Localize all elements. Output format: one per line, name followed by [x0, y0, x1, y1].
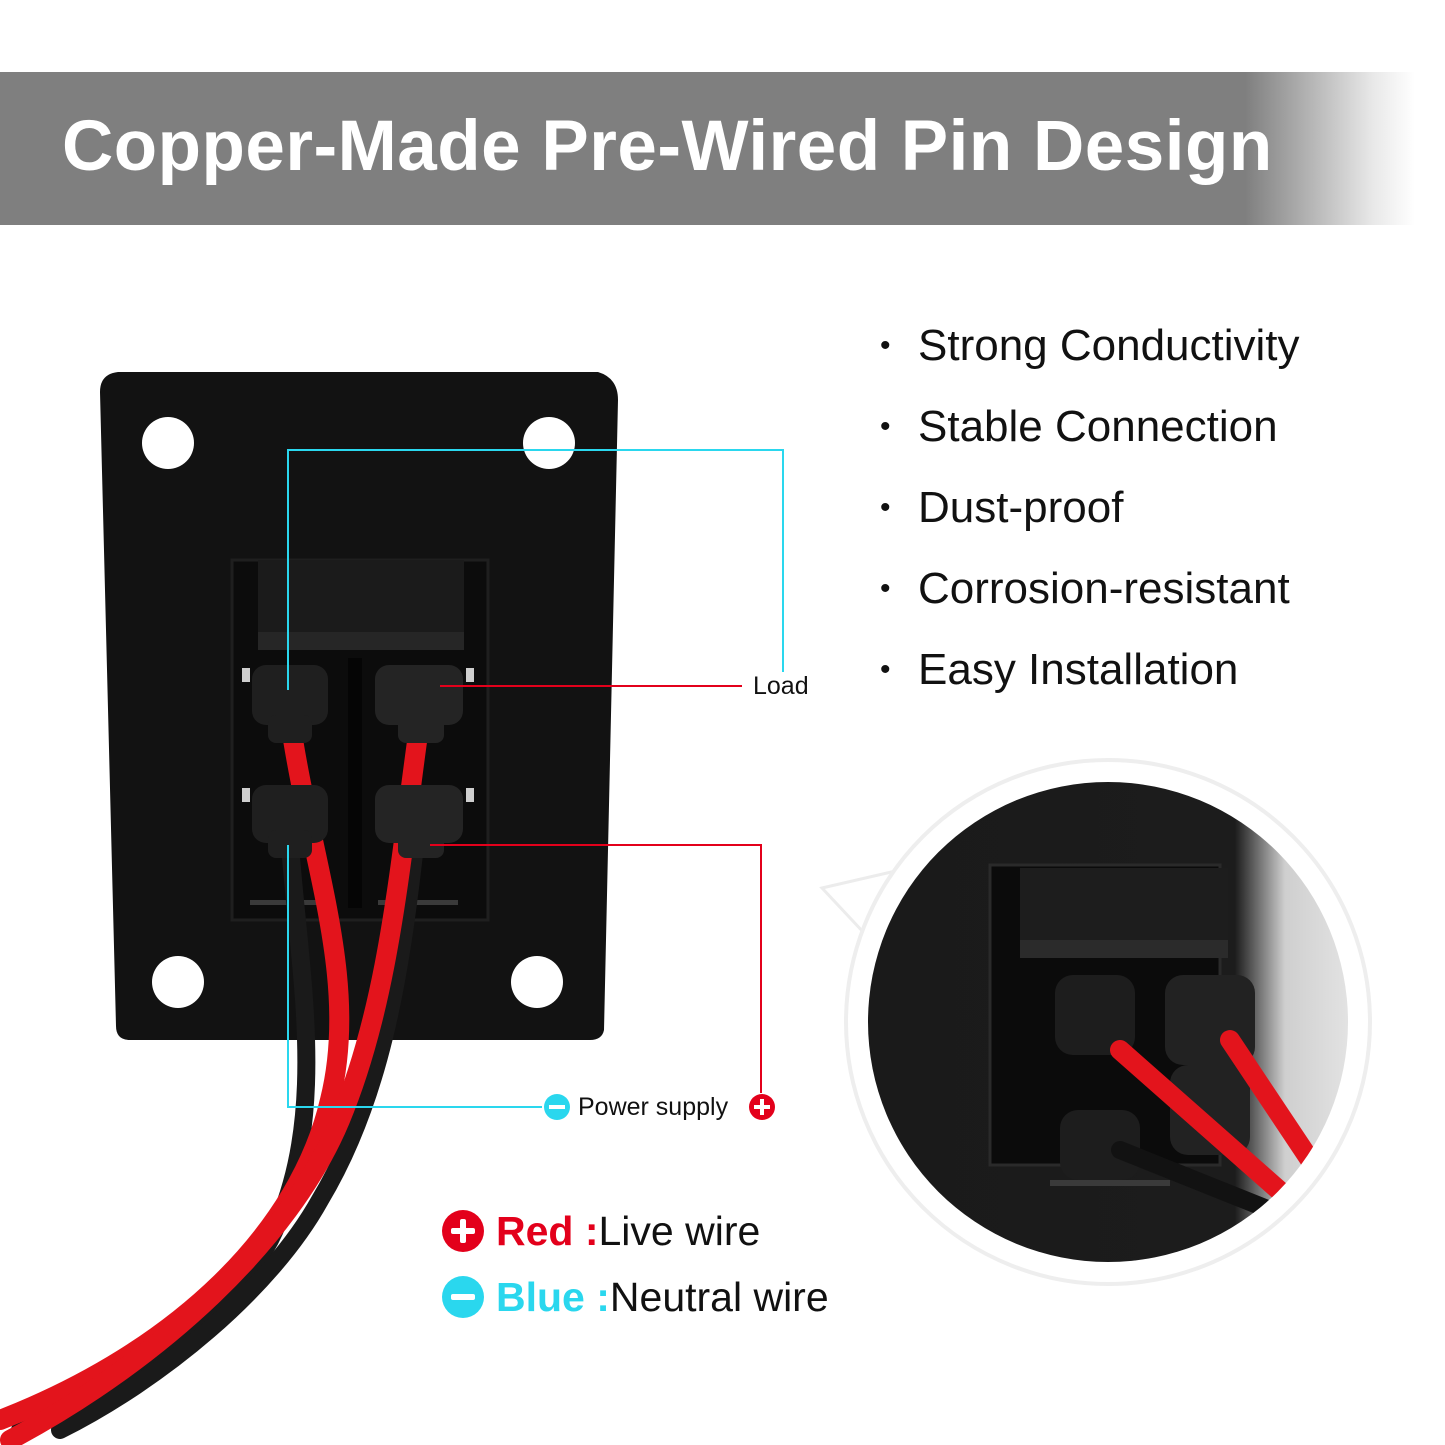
- list-item: •Corrosion-resistant: [880, 561, 1300, 642]
- legend-description: Neutral wire: [609, 1273, 829, 1320]
- bullet-dot-icon: •: [880, 410, 891, 443]
- legend-color-label: Blue :: [496, 1273, 610, 1320]
- bullet-dot-icon: •: [880, 329, 891, 362]
- plus-circle-icon: [749, 1094, 775, 1120]
- list-item: •Easy Installation: [880, 642, 1300, 723]
- list-item: •Stable Connection: [880, 399, 1300, 480]
- mounting-hole: [142, 417, 194, 469]
- legend-neutral-wire: Blue : Neutral wire: [442, 1273, 829, 1321]
- minus-circle-icon: [442, 1276, 484, 1318]
- page-title: Copper-Made Pre-Wired Pin Design: [62, 107, 1273, 186]
- load-label: Load: [753, 672, 809, 700]
- plus-circle-icon: [442, 1210, 484, 1252]
- mounting-hole: [511, 956, 563, 1008]
- bullet-dot-icon: •: [880, 491, 891, 524]
- legend-description: Live wire: [598, 1207, 761, 1254]
- legend-color-label: Red :: [496, 1207, 599, 1254]
- legend-live-wire: Red : Live wire: [442, 1207, 760, 1255]
- callout-lines: [287, 449, 784, 1108]
- connectors: [252, 665, 463, 858]
- bullet-dot-icon: •: [880, 572, 891, 605]
- mounting-hole: [152, 956, 204, 1008]
- feature-list: •Strong Conductivity •Stable Connection …: [880, 318, 1300, 723]
- minus-circle-icon: [544, 1094, 570, 1120]
- mounting-hole: [523, 417, 575, 469]
- zoom-detail-bubble: [819, 758, 1372, 1286]
- power-supply-label: Power supply: [578, 1093, 729, 1121]
- list-item: •Strong Conductivity: [880, 318, 1300, 399]
- bullet-dot-icon: •: [880, 653, 891, 686]
- list-item: •Dust-proof: [880, 480, 1300, 561]
- title-banner: [0, 72, 1415, 225]
